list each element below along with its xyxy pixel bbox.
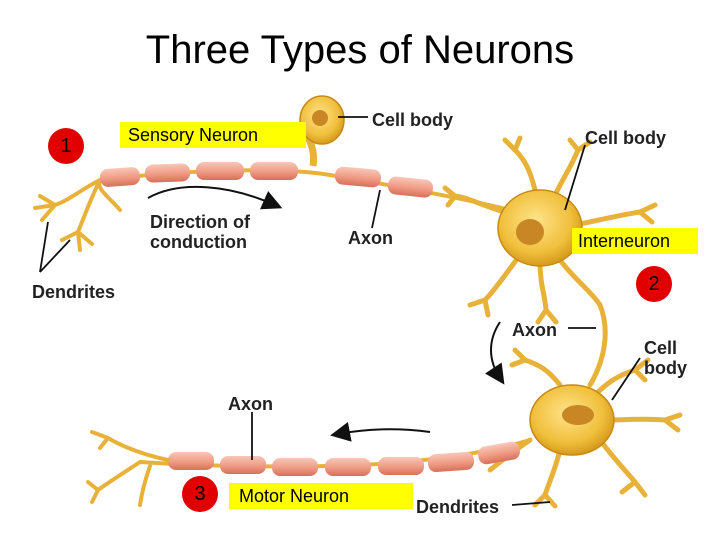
sensory-neuron-label: Sensory Neuron [120, 122, 306, 148]
direction-arrow-bottom [330, 421, 431, 442]
motor-neuron-label: Motor Neuron [229, 483, 413, 509]
sensory-axon-segments [99, 162, 434, 198]
direction-arrow-middle [485, 321, 505, 385]
direction-label: Direction of conduction [150, 212, 251, 252]
axon-inter-label: Axon [512, 320, 557, 340]
badge-two: 2 [636, 266, 672, 302]
sensory-dendrites [33, 178, 122, 252]
interneuron [442, 135, 658, 388]
motor-axon-segments [168, 441, 520, 476]
badge-three: 3 [182, 476, 218, 512]
cell-body-inter-label: Cell body [585, 128, 667, 148]
motor-neuron [86, 347, 683, 509]
pointer-lines [39, 116, 641, 506]
axon-motor-label: Axon [228, 394, 273, 414]
badge-one: 1 [48, 128, 84, 164]
interneuron-label: Interneuron [572, 228, 698, 254]
axon-sensory-label: Axon [348, 228, 393, 248]
direction-arrow-top [147, 185, 283, 210]
page-title: Three Types of Neurons [145, 28, 575, 72]
cell-body-motor-label: Cell body [644, 338, 687, 378]
cell-body-sensory-label: Cell body [372, 110, 454, 130]
dendrites-left-label: Dendrites [32, 282, 116, 302]
dendrites-bottom-label: Dendrites [416, 497, 500, 517]
